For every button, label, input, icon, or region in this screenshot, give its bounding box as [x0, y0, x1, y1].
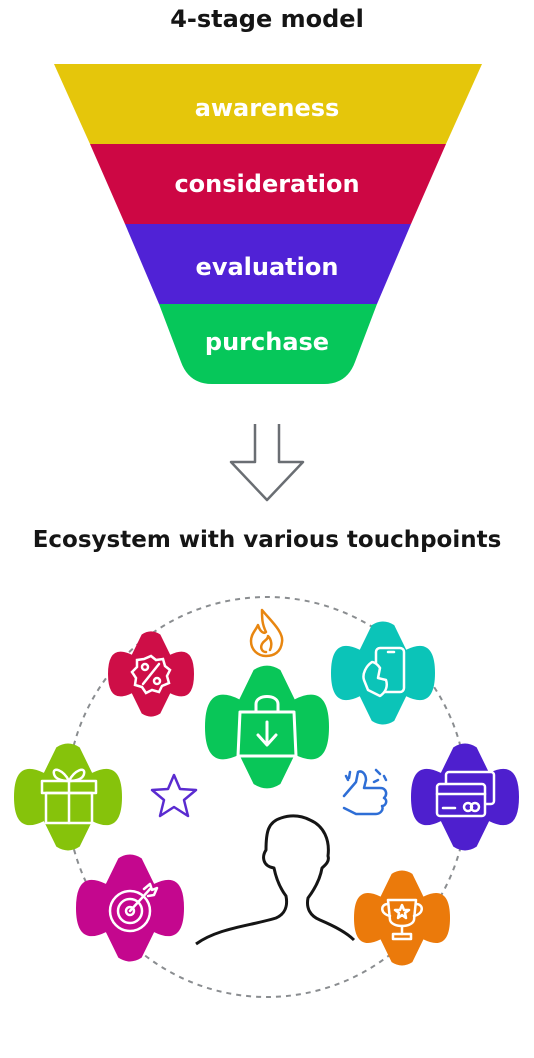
sparkle-thumbs-up-icon [342, 768, 388, 816]
credit-cards-icon [435, 770, 496, 818]
stage-label-awareness: awareness [195, 94, 340, 122]
touchpoint-target [76, 854, 184, 962]
star-icon [150, 773, 198, 818]
funnel-stage-purchase [159, 304, 377, 384]
trophy-background [354, 870, 450, 966]
touchpoint-mobile-tap [331, 621, 435, 725]
stage-label-evaluation: evaluation [196, 253, 339, 281]
funnel-stage-evaluation [125, 224, 411, 304]
touchpoint-gift [14, 743, 122, 851]
gift-icon [40, 768, 98, 825]
funnel: awareness consideration evaluation purch… [54, 64, 482, 384]
funnel-title: 4-stage model [170, 5, 364, 33]
ecosystem-title: Ecosystem with various touchpoints [32, 527, 502, 553]
percent-badge-icon [130, 654, 172, 695]
touchpoint-star [150, 773, 198, 818]
down-arrow-icon [229, 424, 305, 502]
trophy-icon [381, 898, 423, 941]
stage-label-consideration: consideration [174, 170, 359, 198]
touchpoint-discount-badge [108, 631, 194, 717]
stage-label-purchase: purchase [205, 328, 329, 356]
person-silhouette-icon [195, 814, 356, 946]
shopping-bag-download-icon [236, 695, 298, 758]
touchpoint-payment-cards [411, 743, 519, 851]
phone-tap-icon [362, 646, 406, 698]
funnel-stage-awareness [54, 64, 482, 144]
mobile-tap-background [331, 621, 435, 725]
touchpoint-shopping-bag [205, 665, 329, 789]
funnel-stage-consideration [90, 144, 446, 224]
flame-icon [249, 608, 284, 658]
touchpoint-trophy [354, 870, 450, 966]
target-arrow-icon [108, 882, 159, 933]
touchpoint-thumbs-up [342, 768, 388, 816]
touchpoint-flame [249, 608, 284, 658]
